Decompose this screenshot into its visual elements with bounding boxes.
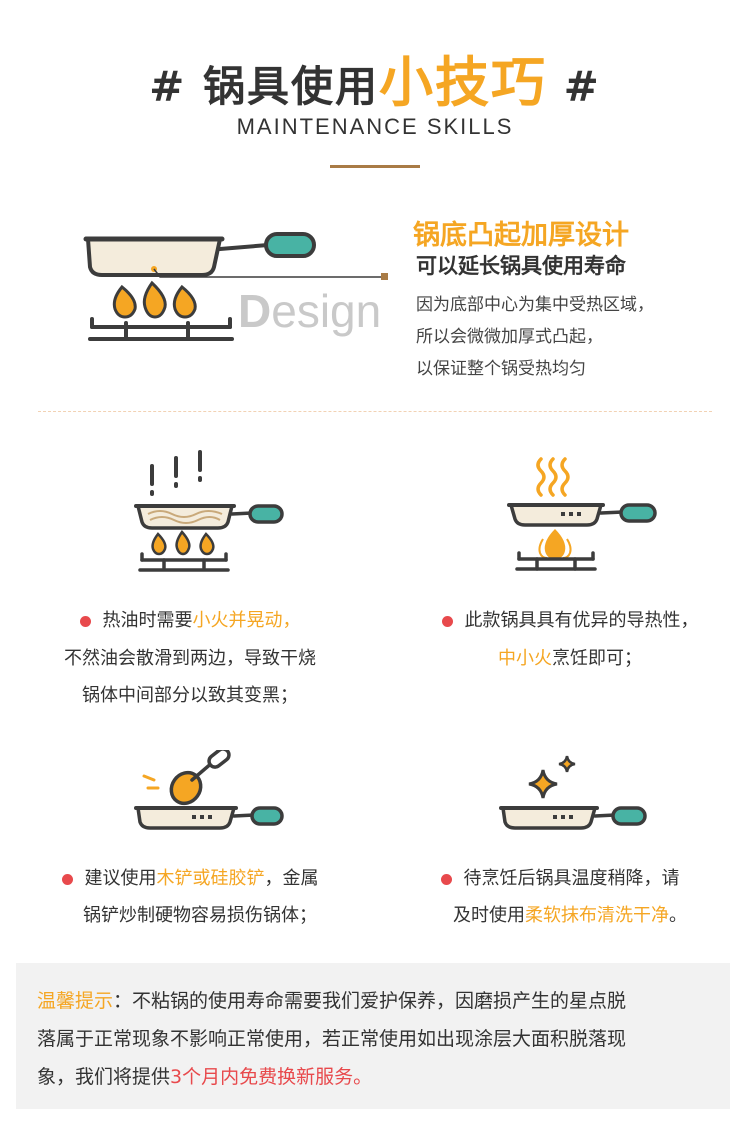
clean-pan-icon bbox=[499, 755, 647, 830]
warm-tip-box bbox=[16, 963, 730, 1109]
tip1-bullet bbox=[79, 615, 91, 627]
design-heading: 锅底凸起加厚设计 bbox=[413, 220, 629, 251]
design-line-2: 所以会微微加厚式凸起， bbox=[416, 327, 603, 347]
hot-oil-pan-icon bbox=[134, 450, 284, 572]
title-divider bbox=[330, 165, 420, 168]
tip3-bullet bbox=[61, 873, 73, 885]
heat-conduction-pan-icon bbox=[507, 457, 657, 571]
title-hash-left: # bbox=[149, 62, 187, 111]
section-divider bbox=[38, 411, 712, 412]
title-main: 锅具使用 bbox=[202, 62, 379, 111]
design-description: 因为底部中心为集中受热区域， 所以会微微加厚式凸起， 以保证整个锅受热均匀 bbox=[416, 289, 654, 385]
tip3-line1: 建议使用木铲或硅胶铲，金属 bbox=[40, 864, 340, 890]
tip4-line2: 及时使用柔软抹布清洗干净。 bbox=[453, 905, 687, 926]
title-hash-right: # bbox=[563, 62, 601, 111]
title-accent: 小技巧 bbox=[379, 51, 547, 114]
warm-tip-row-2: 落属于正常现象不影响正常使用，若正常使用如出现涂层大面积脱落现 bbox=[37, 1028, 627, 1050]
design-line-3: 以保证整个锅受热均匀 bbox=[416, 359, 586, 379]
pan-on-burner-icon bbox=[83, 232, 388, 341]
tip1-line2: 不然油会散滑到两边，导致干烧 bbox=[64, 648, 316, 669]
tip1-line1: 热油时需要小火并晃动， bbox=[40, 606, 340, 632]
tip3-line2: 锅铲炒制硬物容易损伤锅体； bbox=[83, 905, 317, 926]
tip4-bullet bbox=[440, 873, 452, 885]
warm-tip-row-3: 象，我们将提供3个月内免费换新服务。 bbox=[37, 1066, 373, 1088]
warm-tip-text: 温馨提示：不粘锅的使用寿命需要我们爱护保养，因磨损产生的星点脱 落属于正常现象不… bbox=[37, 982, 717, 1096]
spatula-pan-icon bbox=[134, 750, 284, 830]
tip2-line2: 中小火烹饪即可； bbox=[498, 648, 642, 669]
warm-tip-label: 温馨提示 bbox=[37, 990, 114, 1012]
warm-tip-highlight: 3个月内免费换新服务。 bbox=[170, 1066, 373, 1088]
tip2-bullet bbox=[441, 615, 453, 627]
design-line-1: 因为底部中心为集中受热区域， bbox=[416, 295, 654, 315]
tip2-line1: 此款锅具具有优异的导热性， bbox=[420, 606, 720, 632]
warm-tip-row-1: 温馨提示：不粘锅的使用寿命需要我们爱护保养，因磨损产生的星点脱 bbox=[37, 990, 627, 1012]
design-subheading: 可以延长锅具使用寿命 bbox=[416, 254, 626, 278]
tip4-line1: 待烹饪后锅具温度稍降，请 bbox=[410, 864, 710, 890]
page-subtitle: MAINTENANCE SKILLS bbox=[236, 114, 514, 139]
design-watermark: Design bbox=[238, 285, 382, 337]
tip1-line3: 锅体中间部分以致其变黑； bbox=[82, 685, 298, 706]
page-title: # 锅具使用小技巧 # bbox=[0, 38, 750, 117]
